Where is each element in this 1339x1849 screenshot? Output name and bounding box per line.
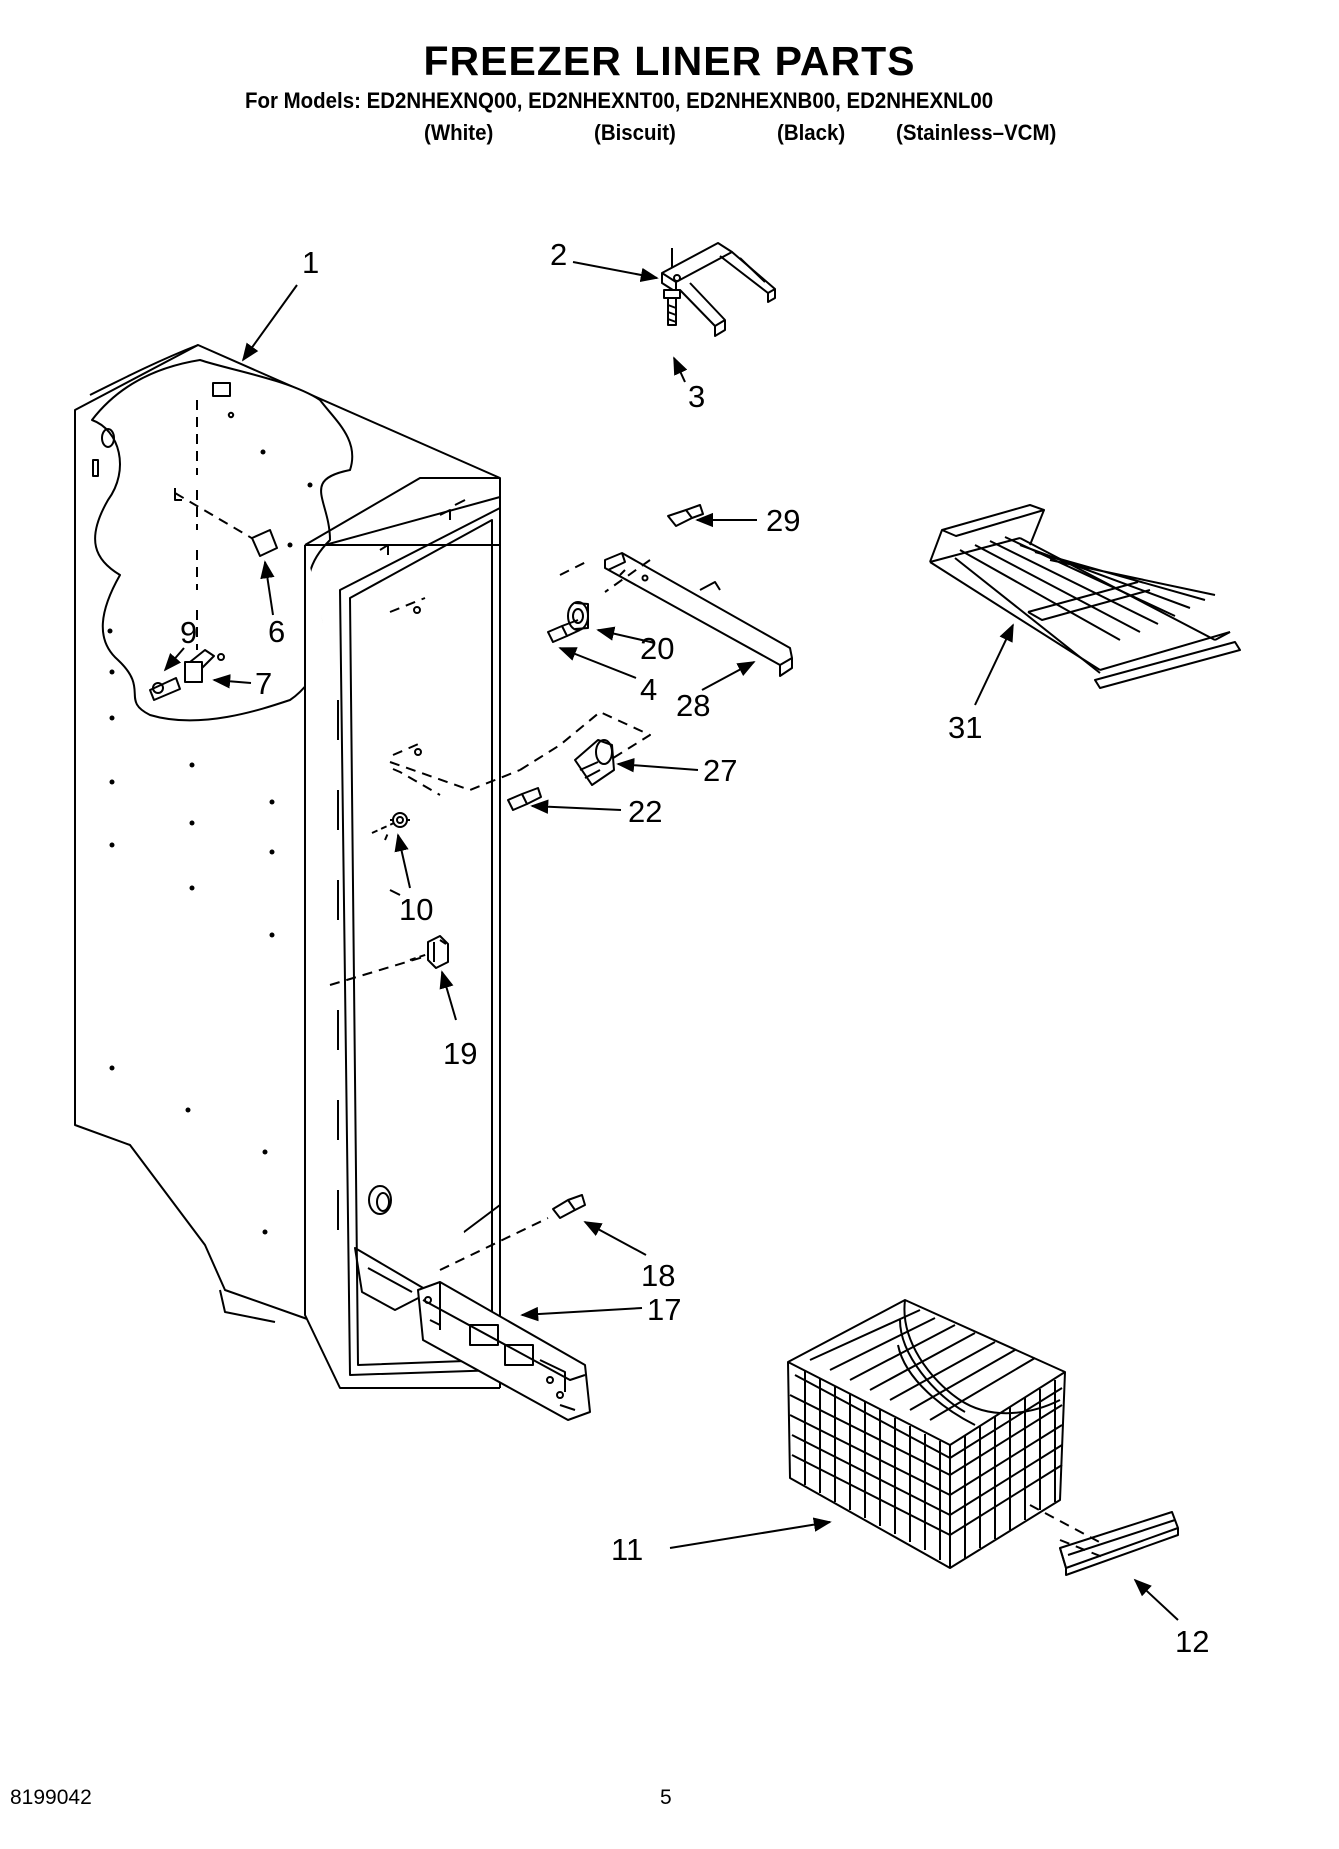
callout-17: 17 [647, 1292, 681, 1327]
callout-1: 1 [302, 245, 319, 280]
callout-27: 27 [703, 753, 737, 788]
document-number: 8199042 [10, 1786, 92, 1809]
part-20-bushing [567, 601, 589, 631]
callout-7: 7 [255, 666, 272, 701]
color-biscuit: (Biscuit) [594, 120, 676, 145]
models-line: For Models: ED2NHEXNQ00, ED2NHEXNT00, ED… [245, 88, 994, 113]
callout-10: 10 [399, 892, 433, 927]
callout-6: 6 [268, 614, 285, 649]
page-number: 5 [660, 1786, 672, 1809]
callout-20: 20 [640, 631, 674, 666]
part-2-bracket [661, 242, 776, 337]
part-27-guide [389, 711, 651, 791]
callout-3: 3 [688, 379, 705, 414]
callout-19: 19 [443, 1036, 477, 1071]
part-12-trim [1029, 1504, 1179, 1576]
callout-11: 11 [611, 1532, 643, 1567]
cabinet-holes [107, 449, 313, 1235]
callout-22: 22 [628, 794, 662, 829]
part-31-wire-shelf [929, 504, 1241, 689]
part-10-screw [371, 812, 408, 834]
part-29-screw [667, 504, 704, 527]
part-19-clip [409, 935, 449, 969]
part-28-rail [559, 552, 793, 677]
part-17-bracket [417, 1281, 591, 1421]
part-11-wire-basket [787, 1299, 1066, 1569]
leader-lines [163, 261, 1179, 1621]
page-title: FREEZER LINER PARTS [423, 38, 916, 84]
color-stainless: (Stainless–VCM) [896, 120, 1057, 145]
color-black: (Black) [777, 120, 846, 145]
callout-labels: 1 2 3 29 9 6 7 20 4 28 31 27 22 10 19 18… [180, 237, 1209, 1659]
callout-9: 9 [180, 615, 197, 650]
callout-18: 18 [641, 1258, 675, 1293]
callout-12: 12 [1175, 1624, 1209, 1659]
callout-31: 31 [948, 710, 982, 745]
part-18-screw [439, 1194, 586, 1271]
color-white: (White) [424, 120, 494, 145]
freezer-liner-part [74, 344, 501, 1389]
callout-4: 4 [640, 672, 657, 707]
callout-29: 29 [766, 503, 800, 538]
callout-28: 28 [676, 688, 710, 723]
part-4-screw [547, 619, 581, 643]
callout-2: 2 [550, 237, 567, 272]
part-3-screw [663, 289, 681, 326]
